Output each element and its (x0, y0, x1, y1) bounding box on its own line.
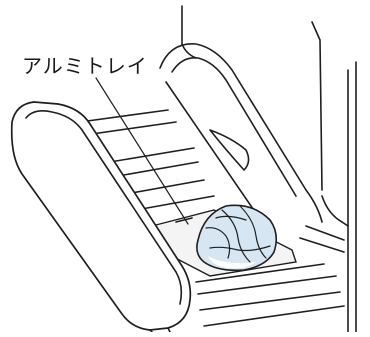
cabinet-frame (182, 6, 356, 332)
drawer-front-panel (12, 102, 191, 332)
callout-label-aluminum-tray: アルミトレイ (22, 50, 148, 79)
